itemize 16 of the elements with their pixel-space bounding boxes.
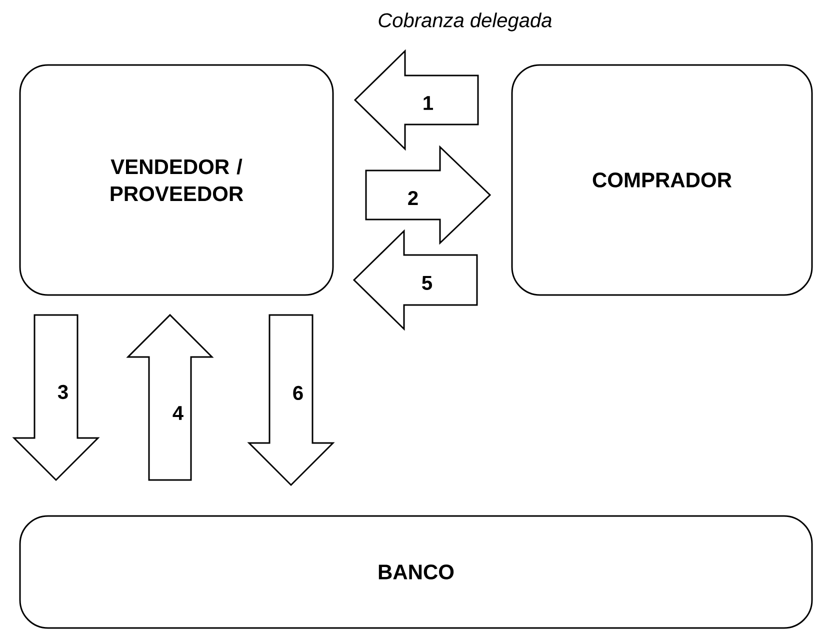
edge-label: 1 xyxy=(424,96,433,110)
block-arrow xyxy=(354,49,479,151)
rounded-box: COMPRADOR xyxy=(511,64,813,296)
block-arrow xyxy=(247,314,335,486)
block-arrow xyxy=(126,314,214,481)
edge-label: 2 xyxy=(408,191,418,205)
title: Cobranza delegada xyxy=(378,12,552,32)
rounded-box: VENDEDOR / PROVEEDOR xyxy=(19,64,334,296)
edge-label: 3 xyxy=(58,384,68,400)
edge-label: 4 xyxy=(172,406,184,420)
edge-label: 5 xyxy=(422,276,432,290)
block-arrow xyxy=(365,145,492,245)
block-arrow xyxy=(352,229,478,331)
block-arrow xyxy=(12,314,100,482)
edge-label: 6 xyxy=(293,386,303,400)
rounded-box: BANCO xyxy=(19,515,813,629)
